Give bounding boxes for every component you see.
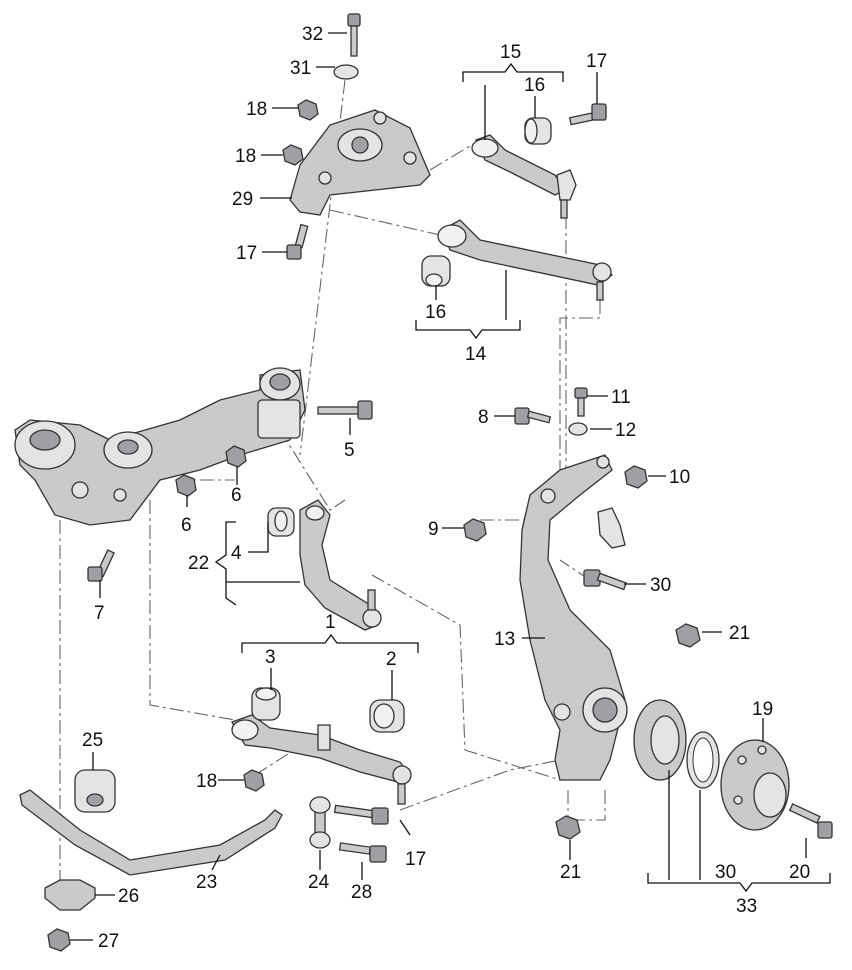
callout-28: 28	[351, 882, 372, 903]
callout-33: 33	[736, 896, 757, 917]
o-ring-30	[686, 731, 720, 789]
nut-18-upper	[297, 99, 319, 121]
bolt-11	[574, 387, 588, 417]
bolt-30-knuckle	[583, 569, 628, 591]
callout-29: 29	[232, 189, 253, 210]
coupling-rod-24	[309, 796, 331, 849]
callout-30-knuckle: 30	[650, 575, 671, 596]
bushing-4	[267, 507, 295, 537]
bolt-20	[788, 803, 833, 839]
bushing-25	[74, 769, 116, 813]
nut-6-left	[175, 474, 197, 497]
callout-19: 19	[752, 699, 773, 720]
bushing-16-lower	[421, 255, 451, 287]
nut-18-lower	[243, 769, 265, 792]
stabilizer-bar-23	[19, 789, 283, 876]
nut-18-middle	[282, 144, 304, 166]
callout-16-lower: 16	[425, 302, 446, 323]
callout-31: 31	[290, 58, 311, 79]
callout-25: 25	[82, 730, 103, 751]
callout-10: 10	[669, 467, 690, 488]
callout-23: 23	[196, 872, 217, 893]
callout-21-upper: 21	[729, 623, 750, 644]
nut-9	[463, 518, 487, 542]
bolt-32	[347, 13, 361, 57]
bolt-5	[317, 400, 373, 420]
washer-12	[568, 422, 588, 436]
callout-21-lower: 21	[560, 862, 581, 883]
callout-labels: 32 31 18 18 29 17 15 16 17 16 14 11 8 12…	[82, 24, 810, 952]
callout-9: 9	[428, 519, 439, 540]
nut-6-right	[225, 445, 247, 468]
callout-7: 7	[94, 603, 105, 624]
callout-22: 22	[188, 553, 209, 574]
callout-12: 12	[615, 420, 636, 441]
bolt-8	[514, 407, 552, 425]
callout-13: 13	[494, 629, 515, 650]
leader-lines	[70, 32, 831, 941]
bushing-2	[369, 699, 405, 733]
callout-18-middle: 18	[235, 146, 256, 167]
lower-arm-1	[231, 714, 412, 805]
callout-17-upper: 17	[586, 51, 607, 72]
wheel-bearing	[633, 699, 687, 781]
callout-6-right: 6	[231, 485, 242, 506]
callout-14: 14	[465, 344, 487, 365]
upper-link-14	[437, 219, 614, 301]
callout-17-mount: 17	[236, 243, 257, 264]
clamp-26	[44, 879, 96, 911]
callout-32: 32	[302, 24, 323, 45]
nut-10	[624, 465, 648, 489]
callout-17-lower: 17	[405, 849, 426, 870]
bushing-3	[251, 687, 281, 721]
callout-1: 1	[325, 612, 336, 633]
nut-21-upper	[675, 623, 701, 648]
callout-26: 26	[118, 886, 139, 907]
callout-24: 24	[308, 872, 330, 893]
nut-27	[47, 928, 71, 952]
bolt-17-mount	[286, 223, 309, 260]
callout-3: 3	[265, 647, 276, 668]
callout-15: 15	[500, 42, 521, 63]
callout-18-upper: 18	[246, 99, 267, 120]
wheel-knuckle-13	[519, 454, 628, 781]
control-arm-22	[299, 499, 382, 631]
callout-11: 11	[611, 387, 631, 408]
callout-6-left: 6	[181, 515, 192, 536]
bolt-17-upper	[568, 103, 607, 126]
nut-21-lower	[555, 815, 581, 840]
upper-link-15	[471, 134, 577, 219]
callout-16-upper: 16	[524, 75, 545, 96]
callout-18-lower: 18	[196, 771, 217, 792]
wheel-hub-19	[720, 739, 790, 831]
washer-31	[333, 64, 359, 80]
callout-5: 5	[344, 440, 355, 461]
subframe	[14, 367, 306, 526]
callout-2: 2	[386, 649, 397, 670]
bracket-knuckle	[597, 507, 626, 549]
upper-mount-bracket	[289, 109, 431, 216]
bushing-16-upper	[524, 117, 552, 145]
callout-8: 8	[478, 407, 489, 428]
callout-30-ring: 30	[715, 862, 736, 883]
bolt-7	[87, 549, 115, 582]
callout-4: 4	[231, 543, 242, 564]
callout-20: 20	[789, 862, 810, 883]
bolt-28	[338, 842, 387, 863]
bolt-17-lower	[333, 804, 389, 825]
callout-27: 27	[98, 931, 119, 952]
